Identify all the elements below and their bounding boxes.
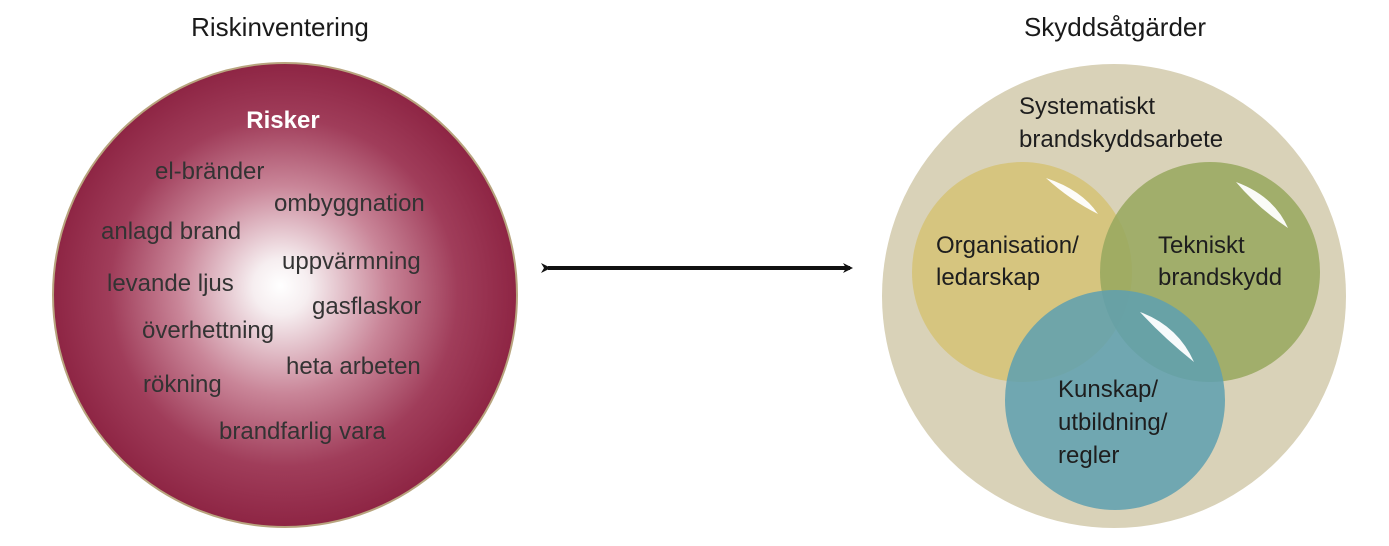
outer-label-line-2: brandskyddsarbete — [1019, 126, 1223, 153]
risk-item-gasflaskor: gasflaskor — [312, 293, 421, 320]
risk-item-brandfarlig-vara: brandfarlig vara — [219, 418, 386, 445]
tekniskt-label-line-2: brandskydd — [1158, 264, 1282, 291]
organisation-label-line-1: Organisation/ — [936, 232, 1079, 259]
risk-item-ombyggnation: ombyggnation — [274, 190, 425, 217]
risk-item-el-brander: el-bränder — [155, 158, 264, 185]
risk-item-levande-ljus: levande ljus — [107, 270, 234, 297]
outer-label-line-1: Systematiskt — [1019, 93, 1155, 120]
organisation-highlight-icon — [1046, 178, 1098, 214]
risk-item-heta-arbeten: heta arbeten — [286, 353, 421, 380]
outer-label: Systematiskt brandskyddsarbete — [1019, 93, 1223, 153]
risk-item-uppvarmning: uppvärmning — [282, 248, 421, 275]
organisation-label: Organisation/ ledarskap — [936, 232, 1085, 291]
risk-item-rokning: rökning — [143, 371, 222, 398]
risk-item-anlagd-brand: anlagd brand — [101, 218, 241, 245]
kunskap-label: Kunskap/ utbildning/ regler — [1058, 376, 1174, 469]
kunskap-label-line-2: utbildning/ — [1058, 409, 1168, 436]
organisation-label-line-2: ledarskap — [936, 264, 1040, 291]
kunskap-label-line-1: Kunskap/ — [1058, 376, 1158, 403]
kunskap-circle — [1005, 290, 1225, 510]
tekniskt-label-line-1: Tekniskt — [1158, 232, 1245, 259]
tekniskt-label: Tekniskt brandskydd — [1158, 232, 1282, 291]
risk-circle — [52, 62, 518, 528]
risk-item-overhettning: överhettning — [142, 317, 274, 344]
right-heading: Skyddsåtgärder — [1024, 12, 1206, 42]
tekniskt-highlight-icon — [1236, 182, 1288, 228]
kunskap-highlight-icon — [1140, 312, 1194, 362]
left-heading: Riskinventering — [191, 12, 369, 42]
risk-title: Risker — [246, 107, 319, 134]
kunskap-label-line-3: regler — [1058, 442, 1119, 469]
